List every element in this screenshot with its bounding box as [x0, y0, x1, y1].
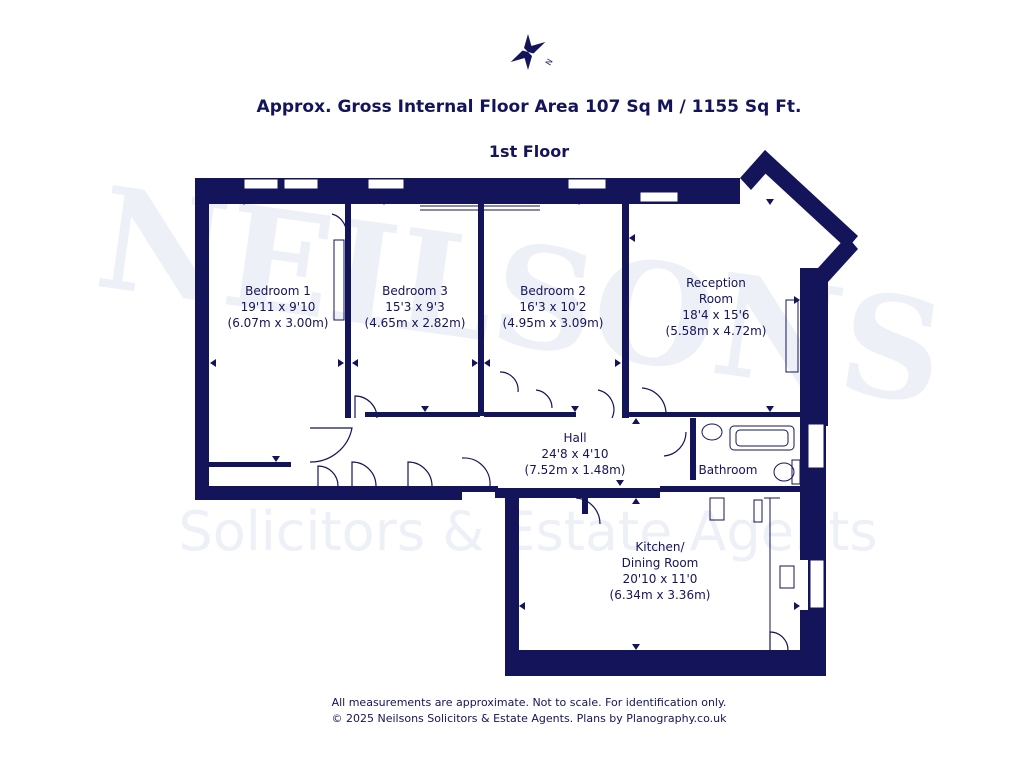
room-name-line2: Room	[698, 292, 734, 306]
measure-ticks	[210, 199, 800, 650]
room-metric: (7.52m x 1.48m)	[524, 463, 626, 477]
fixtures	[333, 205, 801, 650]
floor-label: 1st Floor	[488, 142, 570, 161]
room-name: Bathroom	[698, 463, 758, 477]
room-imperial: 16'3 x 10'2	[519, 300, 587, 314]
disclaimer-text: All measurements are approximate. Not to…	[331, 696, 727, 709]
copyright-text: © 2025 Neilsons Solicitors & Estate Agen…	[331, 712, 727, 725]
watermark-tagline: Solicitors & Estate Agents	[178, 500, 877, 563]
floor-area-heading: Approx. Gross Internal Floor Area 107 Sq…	[256, 97, 802, 117]
room-metric: (6.34m x 3.36m)	[609, 588, 711, 602]
room-name: Bedroom 2	[520, 284, 586, 298]
door-swings	[309, 213, 789, 651]
room-imperial: 24'8 x 4'10	[541, 447, 609, 461]
compass-letter: N	[544, 57, 555, 67]
room-imperial: 18'4 x 15'6	[682, 308, 750, 322]
room-bathroom: Bathroom	[699, 462, 758, 478]
windows	[243, 178, 825, 609]
room-bedroom-1: Bedroom 1 19'11 x 9'10 (6.07m x 3.00m)	[228, 283, 329, 331]
room-name: Bedroom 3	[382, 284, 448, 298]
room-name: Bedroom 1	[245, 284, 311, 298]
room-name-line2: Dining Room	[621, 556, 699, 570]
compass-icon: N	[510, 34, 555, 70]
room-imperial: 20'10 x 11'0	[622, 572, 698, 586]
room-name-line1: Kitchen/	[635, 540, 685, 554]
room-kitchen: Kitchen/ Dining Room 20'10 x 11'0 (6.34m…	[610, 539, 711, 603]
room-metric: (5.58m x 4.72m)	[665, 324, 767, 338]
room-imperial: 19'11 x 9'10	[240, 300, 316, 314]
room-metric: (6.07m x 3.00m)	[227, 316, 329, 330]
room-name-line1: Reception	[686, 276, 746, 290]
room-metric: (4.95m x 3.09m)	[502, 316, 604, 330]
room-bedroom-2: Bedroom 2 16'3 x 10'2 (4.95m x 3.09m)	[503, 283, 604, 331]
room-name: Hall	[563, 431, 587, 445]
room-imperial: 15'3 x 9'3	[385, 300, 445, 314]
room-bedroom-3: Bedroom 3 15'3 x 9'3 (4.65m x 2.82m)	[365, 283, 466, 331]
room-hall: Hall 24'8 x 4'10 (7.52m x 1.48m)	[525, 430, 626, 478]
room-reception: Reception Room 18'4 x 15'6 (5.58m x 4.72…	[666, 275, 767, 339]
room-metric: (4.65m x 2.82m)	[364, 316, 466, 330]
